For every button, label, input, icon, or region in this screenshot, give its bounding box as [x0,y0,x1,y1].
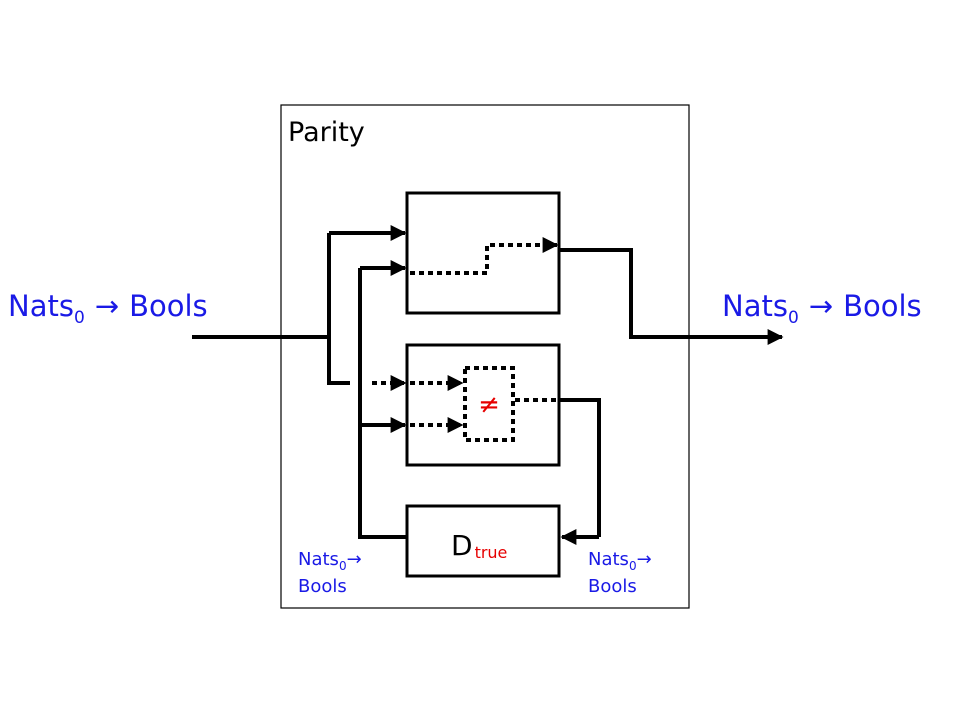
neq-to-delay-wire [559,398,601,537]
input-split-wire [327,233,350,385]
top-block [405,191,561,315]
parity-title: Parity [288,117,365,148]
feedback-wire [358,268,407,539]
neq-symbol: ≠ [478,390,500,420]
inner-right-type-top: Nats0→ [588,549,652,573]
parity-frame [280,104,690,609]
neq-operator-box [463,366,515,442]
right-type-label: Nats0→Bools [722,289,922,328]
delay-block [405,504,561,578]
inner-right-type-bottom: Bools [588,576,637,597]
top-inner-dotted-path [410,237,559,275]
inner-left-type-bottom: Bools [298,576,347,597]
inner-left-type-top: Nats0→ [298,549,362,573]
neq-block [405,343,561,467]
output-wire [559,248,784,345]
left-type-label: Nats0→Bools [8,289,208,328]
